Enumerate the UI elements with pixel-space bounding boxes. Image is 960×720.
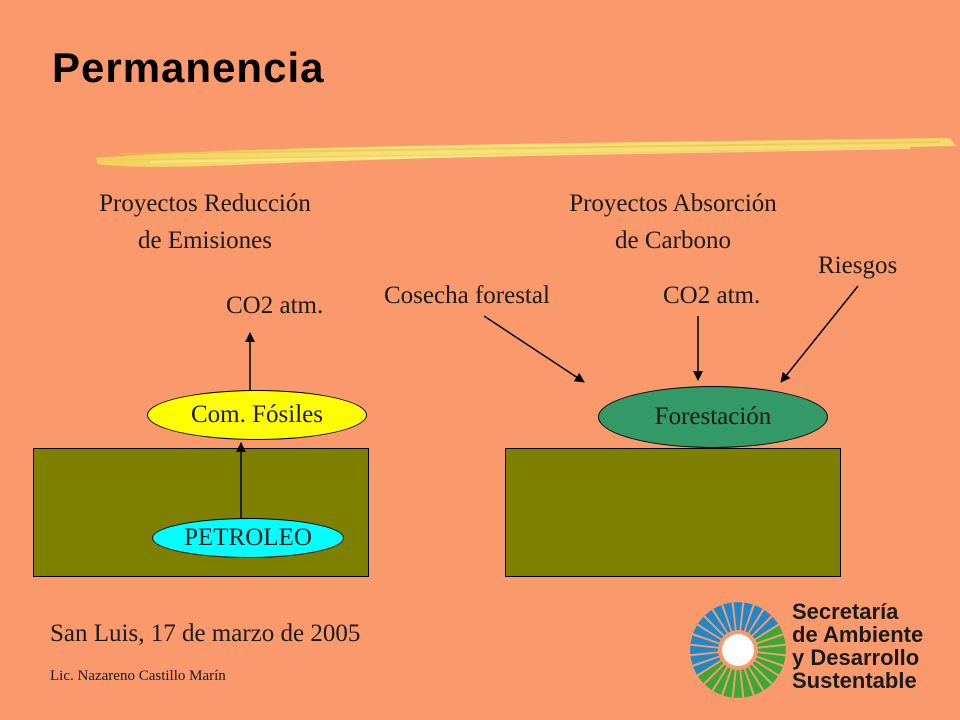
right-heading: Proyectos Absorción de Carbono bbox=[508, 185, 838, 259]
risks-to-forest-arrow bbox=[780, 285, 859, 383]
right-heading-line2: de Carbono bbox=[615, 227, 731, 254]
right-ground-box bbox=[505, 448, 841, 577]
footer-author: Lic. Nazareno Castillo Marín bbox=[50, 668, 226, 684]
sun-burst-icon bbox=[690, 602, 786, 698]
logo-line4: Sustentable bbox=[792, 668, 917, 693]
logo-line1: Secretaría bbox=[792, 599, 899, 624]
footer-date: San Luis, 17 de marzo de 2005 bbox=[50, 620, 361, 647]
risks-label: Riesgos bbox=[818, 252, 898, 279]
slide-title: Permanencia bbox=[52, 44, 325, 91]
left-co2-label: CO2 atm. bbox=[226, 292, 324, 319]
fossil-fuels-label: Com. Fósiles bbox=[191, 401, 323, 428]
forestation-label: Forestación bbox=[654, 403, 772, 430]
left-heading-line1: Proyectos Reducción bbox=[99, 190, 311, 217]
ministry-logo: Secretaría de Ambiente y Desarrollo Sust… bbox=[688, 598, 928, 702]
brush-stroke-divider bbox=[96, 138, 956, 167]
harvest-to-forest-arrow bbox=[483, 315, 585, 383]
left-heading-line2: de Emisiones bbox=[137, 227, 272, 254]
forestation-oval: Forestación bbox=[598, 386, 828, 448]
logo-text: Secretaría de Ambiente y Desarrollo Sust… bbox=[792, 600, 923, 692]
petroleo-label: PETROLEO bbox=[184, 524, 312, 551]
petroleo-oval: PETROLEO bbox=[152, 518, 344, 558]
fossil-fuels-oval: Com. Fósiles bbox=[147, 390, 367, 440]
harvest-label: Cosecha forestal bbox=[384, 282, 550, 309]
right-heading-line1: Proyectos Absorción bbox=[569, 190, 777, 217]
right-co2-label: CO2 atm. bbox=[663, 282, 761, 309]
left-heading: Proyectos Reducción de Emisiones bbox=[40, 185, 370, 259]
logo-line3: y Desarrollo bbox=[792, 645, 920, 670]
logo-line2: de Ambiente bbox=[792, 622, 924, 647]
